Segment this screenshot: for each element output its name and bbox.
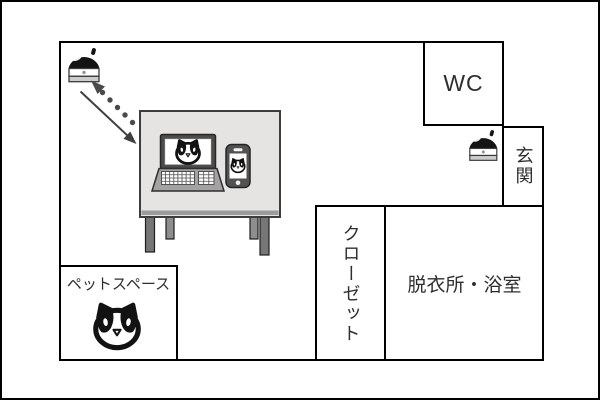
security-camera-genkan-icon — [468, 129, 498, 161]
pet-cat-icon — [96, 305, 139, 348]
desk-edge — [141, 210, 279, 215]
cat-on-phone-icon — [230, 157, 246, 174]
desk-leg-front-right — [259, 216, 270, 256]
floorplan-walls — [59, 41, 544, 361]
security-camera-living-icon — [67, 46, 101, 83]
smartphone-icon — [225, 143, 251, 189]
phone-speaker — [233, 148, 243, 152]
desk-leg-back-right — [249, 216, 259, 240]
signal-arrow-solid-icon — [79, 90, 137, 144]
cat-on-laptop-icon — [175, 138, 201, 165]
phone-home-button — [235, 180, 241, 186]
signal-arrow-dotted-icon — [91, 80, 136, 126]
desk-leg-front-left — [144, 216, 156, 253]
desk-leg-back-left — [165, 216, 175, 240]
laptop-icon — [150, 133, 226, 192]
